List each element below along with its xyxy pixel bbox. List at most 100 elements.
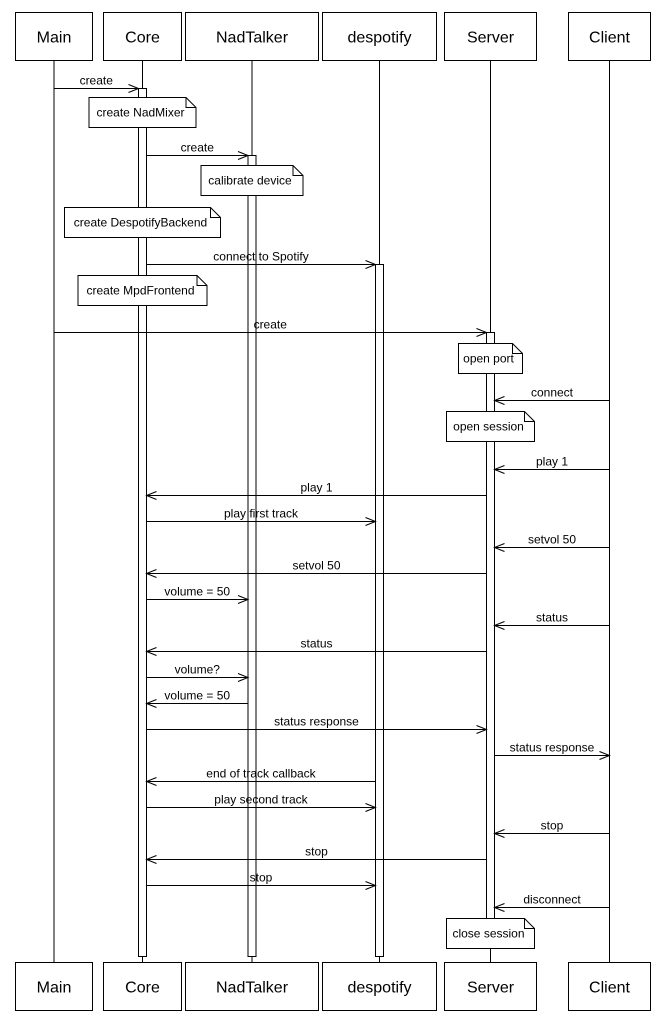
footer-participant-main: Main xyxy=(15,962,93,1011)
header-participant-main: Main xyxy=(15,12,93,61)
footer-participant-nadtalker: NadTalker xyxy=(185,962,319,1011)
message-label: stop xyxy=(250,871,273,885)
note-text: close session xyxy=(452,927,524,941)
note-open-session: open session xyxy=(446,411,535,442)
note-fold-icon xyxy=(210,207,221,218)
message-8-play-first-track: play first track xyxy=(146,507,377,526)
arrowhead-icon xyxy=(476,725,488,734)
arrowhead-icon xyxy=(365,881,377,890)
arrowhead-icon xyxy=(493,396,505,405)
note-calibrate-device: calibrate device xyxy=(200,165,304,196)
note-fold-icon xyxy=(292,165,303,176)
note-text: create DespotifyBackend xyxy=(74,216,207,230)
footer-participant-core: Core xyxy=(103,962,182,1011)
message-label: create xyxy=(254,318,288,332)
message-12-status: status xyxy=(493,611,610,630)
message-7-play-1: play 1 xyxy=(145,481,487,500)
arrowhead-icon xyxy=(493,543,505,552)
arrowhead-icon xyxy=(145,855,157,864)
message-label: disconnect xyxy=(523,893,581,907)
footer-participant-despotify: despotify xyxy=(322,962,437,1011)
message-label: end of track callback xyxy=(206,767,316,781)
message-label: stop xyxy=(541,819,564,833)
footer-participant-server: Server xyxy=(444,962,537,1011)
header-participant-despotify: despotify xyxy=(322,12,437,61)
note-fold-icon xyxy=(512,343,523,354)
participant-label-client: Client xyxy=(589,30,630,47)
participant-label-nadtalker: NadTalker xyxy=(216,30,289,47)
arrowhead-icon xyxy=(365,260,377,269)
message-1-create: create xyxy=(54,74,140,93)
note-create-despotifybackend: create DespotifyBackend xyxy=(64,207,221,238)
note-create-nadmixer: create NadMixer xyxy=(88,97,197,128)
message-14-volume: volume? xyxy=(146,663,250,682)
participant-label-nadtalker: NadTalker xyxy=(216,980,289,997)
message-label: play second track xyxy=(214,793,308,807)
activation-bar-core xyxy=(138,88,147,957)
arrowhead-icon xyxy=(237,673,250,682)
note-open-port: open port xyxy=(458,343,523,374)
message-9-setvol-50: setvol 50 xyxy=(493,533,610,552)
message-17-status-response: status response xyxy=(494,741,611,760)
arrowhead-icon xyxy=(493,829,505,838)
participant-label-main: Main xyxy=(37,980,72,997)
arrowhead-icon xyxy=(237,595,250,604)
arrowhead-icon xyxy=(145,647,157,656)
arrowhead-icon xyxy=(599,751,611,760)
message-label: setvol 50 xyxy=(292,559,340,573)
message-21-stop: stop xyxy=(145,845,487,864)
note-text: calibrate device xyxy=(208,174,292,188)
message-label: play first track xyxy=(224,507,299,521)
header-participant-nadtalker: NadTalker xyxy=(185,12,319,61)
note-create-mpdfrontend: create MpdFrontend xyxy=(77,275,208,306)
message-label: connect to Spotify xyxy=(213,250,308,264)
message-label: status response xyxy=(274,715,359,729)
message-label: volume = 50 xyxy=(164,689,230,703)
message-label: status xyxy=(536,611,568,625)
participant-label-core: Core xyxy=(125,980,160,997)
message-3-connect-to-spotify: connect to Spotify xyxy=(146,250,377,269)
note-fold-icon xyxy=(196,275,207,286)
note-text: open port xyxy=(463,352,514,366)
arrowhead-icon xyxy=(145,491,157,500)
participant-label-main: Main xyxy=(37,30,72,47)
message-4-create: create xyxy=(54,318,488,337)
message-23-disconnect: disconnect xyxy=(493,893,610,912)
note-text: open session xyxy=(453,420,524,434)
message-11-volume-50: volume = 50 xyxy=(146,585,250,604)
note-fold-icon xyxy=(185,97,196,108)
message-label: volume? xyxy=(175,663,221,677)
header-participant-core: Core xyxy=(103,12,182,61)
message-10-setvol-50: setvol 50 xyxy=(145,559,487,578)
note-close-session: close session xyxy=(446,918,535,949)
participant-label-core: Core xyxy=(125,30,160,47)
footer-participant-client: Client xyxy=(568,962,651,1011)
note-text: create MpdFrontend xyxy=(86,284,194,298)
participant-label-server: Server xyxy=(467,30,515,47)
message-label: play 1 xyxy=(536,455,568,469)
message-16-status-response: status response xyxy=(146,715,488,734)
arrowhead-icon xyxy=(476,328,488,337)
message-label: connect xyxy=(531,386,574,400)
message-5-connect: connect xyxy=(493,386,610,405)
message-label: status response xyxy=(510,741,595,755)
message-18-end-of-track-callback: end of track callback xyxy=(145,767,376,786)
message-label: play 1 xyxy=(300,481,332,495)
participant-label-despotify: despotify xyxy=(347,980,411,997)
arrowhead-icon xyxy=(145,777,157,786)
activation-bar-nadtalker xyxy=(247,155,257,957)
message-13-status: status xyxy=(145,637,487,656)
message-label: status xyxy=(300,637,332,651)
message-2-create: create xyxy=(146,141,250,160)
note-fold-icon xyxy=(524,918,535,929)
message-label: stop xyxy=(305,845,328,859)
arrowhead-icon xyxy=(365,803,377,812)
message-label: create xyxy=(80,74,114,88)
arrowhead-icon xyxy=(365,517,377,526)
message-22-stop: stop xyxy=(146,871,377,890)
note-fold-icon xyxy=(524,411,535,422)
note-text: create NadMixer xyxy=(96,106,184,120)
